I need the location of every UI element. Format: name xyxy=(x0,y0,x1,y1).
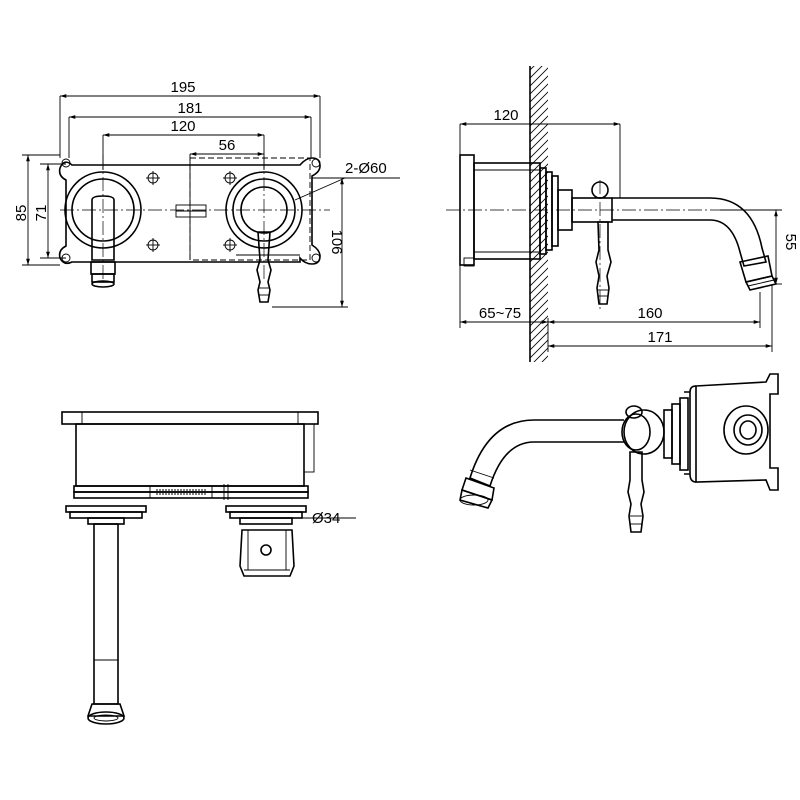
dim-diameter: Ø34 xyxy=(312,510,340,527)
top-view: Ø34 xyxy=(61,411,356,725)
dim-center-distance: 120 xyxy=(170,118,195,135)
front-view: 195 181 120 56 2-Ø60 85 71 106 xyxy=(13,79,400,308)
dim-wall-range: 65~75 xyxy=(479,305,521,322)
perspective-view xyxy=(459,373,779,533)
dim-spout-height: 55 xyxy=(782,234,799,251)
dim-handle-offset: 56 xyxy=(219,137,236,154)
dim-overall-width: 195 xyxy=(170,79,195,96)
dim-height-inner: 71 xyxy=(33,205,50,222)
dim-height-outer: 85 xyxy=(13,205,30,222)
dim-spout-reach: 160 xyxy=(637,305,662,322)
mounting-plate xyxy=(58,157,321,265)
dim-height-total: 106 xyxy=(328,229,345,254)
dim-holes: 2-Ø60 xyxy=(345,160,387,177)
wall-section xyxy=(530,66,548,362)
dim-depth: 120 xyxy=(493,107,518,124)
dim-total-reach: 171 xyxy=(647,329,672,346)
side-view: 120 65~75 160 171 55 xyxy=(446,66,799,362)
dim-inner-width: 181 xyxy=(177,100,202,117)
